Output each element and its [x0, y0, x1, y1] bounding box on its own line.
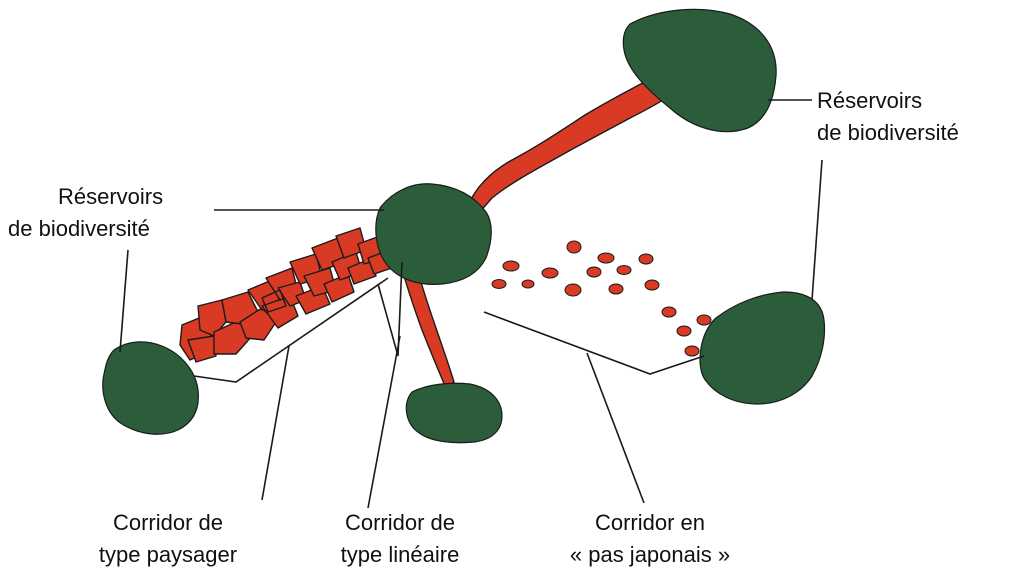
label-corridor-japonais: Corridor en « pas japonais » [570, 510, 730, 567]
label-reservoir-left-line2: de biodiversité [8, 216, 150, 241]
label-corridor-japonais-line1: Corridor en [595, 510, 705, 535]
label-corridor-lineaire-line2: type linéaire [341, 542, 460, 567]
label-reservoir-left-line1: Réservoirs [58, 184, 163, 209]
corridor-japonais-stepping-stones [492, 241, 711, 356]
label-corridor-lineaire-line1: Corridor de [345, 510, 455, 535]
label-corridor-japonais-line2: « pas japonais » [570, 542, 730, 567]
label-reservoir-left: Réservoirs de biodiversité [8, 184, 163, 241]
corridor-paysager-shape [180, 228, 392, 362]
reservoir-central [376, 184, 491, 285]
label-corridor-paysager-line1: Corridor de [113, 510, 223, 535]
label-reservoir-top-right-line1: Réservoirs [817, 88, 922, 113]
label-reservoir-top-right: Réservoirs de biodiversité [817, 88, 959, 145]
label-corridor-paysager-line2: type paysager [99, 542, 237, 567]
reservoir-left [103, 342, 199, 434]
label-corridor-lineaire: Corridor de type linéaire [341, 510, 460, 567]
reservoir-bottom-small [406, 383, 502, 442]
corridor-top-right [468, 72, 684, 214]
label-corridor-paysager: Corridor de type paysager [99, 510, 237, 567]
label-reservoir-top-right-line2: de biodiversité [817, 120, 959, 145]
reservoir-top-right [623, 9, 776, 131]
reservoir-right [700, 292, 825, 404]
